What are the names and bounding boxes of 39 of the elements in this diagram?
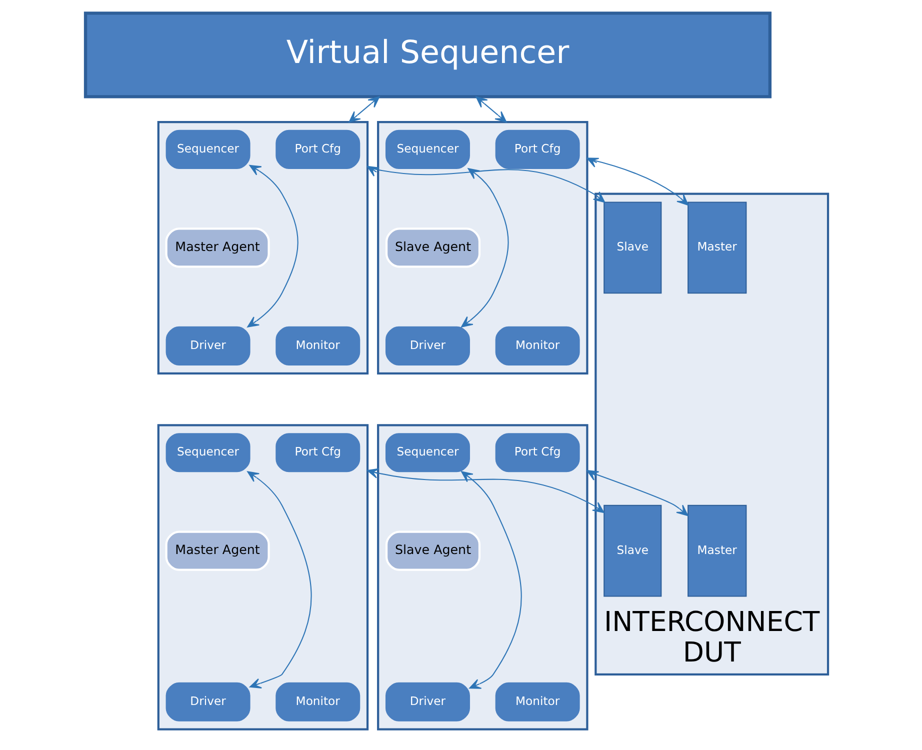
node-box: Master Agent [165, 530, 270, 570]
arrow [348, 96, 380, 122]
node-box: Driver [166, 326, 250, 365]
arrow [247, 470, 312, 688]
node-box: Monitor [276, 326, 360, 365]
arrow [586, 157, 689, 206]
arrow [461, 168, 509, 327]
node-box: Slave [604, 201, 662, 294]
cluster [157, 120, 369, 374]
node-box: Monitor [495, 326, 580, 365]
node-box: Master [688, 201, 747, 294]
arrow [586, 470, 688, 516]
node-box: Monitor [276, 682, 360, 721]
arrow [476, 96, 507, 122]
node-box: Sequencer [385, 432, 470, 472]
node-box: Port Cfg [276, 129, 360, 169]
node-box: Master [688, 504, 747, 596]
node-box: Port Cfg [495, 129, 580, 169]
node-box: Sequencer [385, 129, 470, 169]
arrow [461, 470, 522, 688]
cluster [377, 120, 588, 374]
node-box: Monitor [495, 682, 580, 721]
arrow [247, 164, 298, 327]
arrow [367, 468, 604, 513]
node-box: Driver [166, 682, 250, 721]
arrow [367, 165, 606, 202]
node-box: Master Agent [165, 227, 270, 268]
node-box: Sequencer [166, 129, 250, 169]
cluster [377, 424, 588, 730]
node-box: Port Cfg [276, 432, 360, 472]
cluster [157, 424, 369, 730]
node-box: Port Cfg [495, 432, 580, 472]
node-box: Driver [385, 326, 470, 365]
node-box: Slave [604, 504, 662, 596]
node-box: Slave Agent [385, 227, 481, 268]
node-box: Slave Agent [385, 530, 481, 570]
node-box: Driver [385, 682, 470, 721]
node-box: Virtual Sequencer [84, 11, 772, 98]
node-box: Sequencer [166, 432, 250, 472]
